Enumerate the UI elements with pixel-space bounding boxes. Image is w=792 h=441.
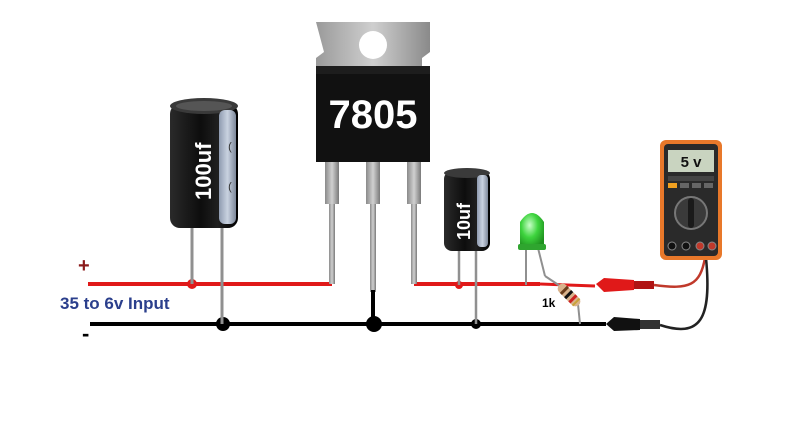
black-probe: [606, 257, 709, 331]
cap-large-label: 100uf: [191, 142, 216, 200]
meter-reading: 5 v: [681, 154, 703, 171]
red-probe: [596, 257, 707, 292]
regulator-7805: 7805: [316, 22, 430, 324]
capacitor-100uf: ( ( 100uf: [170, 98, 238, 324]
cap-small-label: 10uf: [454, 202, 474, 240]
svg-text:(: (: [228, 141, 232, 153]
positive-sign: +: [78, 255, 90, 277]
positive-rail: [88, 282, 596, 288]
resistor-label: 1k: [542, 296, 556, 310]
capacitor-10uf: 10uf: [444, 168, 490, 324]
green-led: [518, 213, 546, 285]
regulator-label: 7805: [329, 93, 418, 137]
svg-text:(: (: [228, 181, 232, 193]
negative-sign: -: [82, 321, 90, 346]
resistor-1k: [544, 275, 581, 325]
multimeter: 5 v: [660, 140, 722, 260]
input-voltage-label: 35 to 6v Input: [60, 294, 170, 313]
